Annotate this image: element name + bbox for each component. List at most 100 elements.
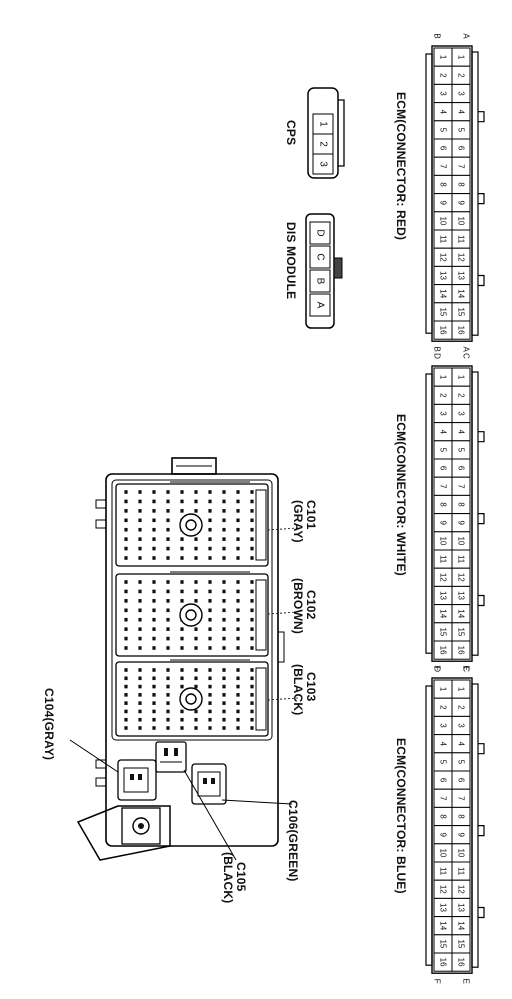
pin-dot — [180, 509, 184, 513]
pin-dot — [124, 490, 128, 494]
pin-dot — [222, 617, 226, 622]
pin-number: 4 — [457, 429, 466, 434]
pin-dot — [236, 636, 240, 641]
dis-pin-letter: D — [315, 229, 326, 236]
pin-dot — [124, 726, 128, 730]
ground-terminal — [121, 807, 161, 845]
pin-dot — [180, 580, 184, 584]
pin-dot — [208, 580, 212, 584]
dis-pin — [309, 221, 331, 245]
pin-dot — [250, 537, 254, 541]
pin-number: 14 — [439, 609, 448, 618]
pin-dot — [166, 676, 170, 681]
pin-dot — [124, 556, 128, 560]
pin-dot — [208, 589, 212, 594]
pin-dot — [166, 693, 170, 697]
pin-dot — [152, 627, 156, 631]
pin-number: 2 — [439, 73, 448, 78]
pin-dot — [180, 646, 184, 650]
pin-dot — [138, 608, 142, 613]
pin-number: 14 — [457, 609, 466, 618]
pin-dot — [208, 693, 212, 697]
pin-dot — [236, 599, 240, 603]
side-peg — [95, 777, 107, 787]
pin-dot — [166, 627, 170, 631]
pin-number: 5 — [457, 760, 466, 765]
connector-rib — [425, 53, 433, 334]
pin-dot — [222, 556, 226, 560]
pin-dot — [208, 646, 212, 650]
pin-number: 3 — [457, 723, 466, 728]
pin-dot — [222, 608, 226, 613]
pin-dot — [152, 537, 156, 541]
pin-dot — [208, 546, 212, 551]
pin-dot — [236, 537, 240, 541]
pin-dot — [194, 537, 198, 541]
pin-dot — [250, 684, 254, 689]
pin-number: 12 — [439, 573, 448, 582]
pin-dot — [208, 701, 212, 705]
c101-color: (GRAY) — [291, 500, 305, 543]
pin-dot — [222, 599, 226, 603]
pin-dot — [250, 589, 254, 594]
pin-dot — [138, 684, 142, 689]
connector-rib — [425, 373, 433, 654]
dis-module-label: DIS MODULE — [284, 222, 298, 300]
pin-dot — [222, 726, 226, 730]
pin-dot — [208, 717, 212, 722]
pin-dot — [236, 627, 240, 631]
pin-dot — [250, 490, 254, 494]
pin-dot — [208, 527, 212, 532]
pin-dot — [250, 717, 254, 722]
pin-number: 12 — [457, 253, 466, 262]
row-letter-a: C — [462, 353, 471, 359]
pin-dot — [152, 556, 156, 560]
c104-socket — [123, 767, 149, 793]
c101-leader — [267, 527, 299, 531]
pin-number: 12 — [439, 885, 448, 894]
pin-dot — [124, 499, 128, 504]
pin-number: 7 — [439, 164, 448, 169]
pin-dot — [124, 580, 128, 584]
pin-dot — [194, 676, 198, 681]
row-letter-b: F — [433, 979, 442, 984]
row-letter-a: E — [462, 665, 471, 670]
c105-leader — [183, 769, 237, 861]
pin-dot — [194, 709, 198, 714]
pin-number: 4 — [457, 741, 466, 746]
pin-dot — [194, 556, 198, 560]
pin-dot — [208, 709, 212, 714]
pin-dot — [124, 693, 128, 697]
pin-dot — [222, 701, 226, 705]
c102-name: C102 — [304, 590, 318, 620]
pin-number: 5 — [439, 128, 448, 133]
pin-dot — [138, 589, 142, 594]
pin-dot — [138, 527, 142, 532]
box-inner — [111, 479, 273, 741]
pin-dot — [152, 701, 156, 705]
pin-dot — [152, 646, 156, 650]
connector-block — [115, 573, 269, 657]
pin-dot — [250, 668, 254, 672]
pin-dot — [236, 589, 240, 594]
c104-leader — [69, 739, 119, 773]
pin-number: 7 — [457, 484, 466, 489]
pin-dot — [208, 490, 212, 494]
pin-number: 2 — [457, 73, 466, 78]
pin-dot — [194, 490, 198, 494]
pin-number: 16 — [457, 326, 466, 335]
pin-dot — [236, 527, 240, 532]
row-letter-b: F — [433, 666, 442, 671]
pin-dot — [180, 599, 184, 603]
pin-dot — [180, 589, 184, 594]
pin-dot — [180, 684, 184, 689]
pin-dot — [124, 701, 128, 705]
pin-number: 7 — [457, 796, 466, 801]
connector-key — [478, 513, 485, 525]
pin-dot — [194, 599, 198, 603]
pin-dot — [250, 693, 254, 697]
pin-number: 15 — [439, 939, 448, 948]
pin-dot — [250, 499, 254, 504]
pin-dot — [138, 726, 142, 730]
pin-number: 10 — [439, 848, 448, 857]
